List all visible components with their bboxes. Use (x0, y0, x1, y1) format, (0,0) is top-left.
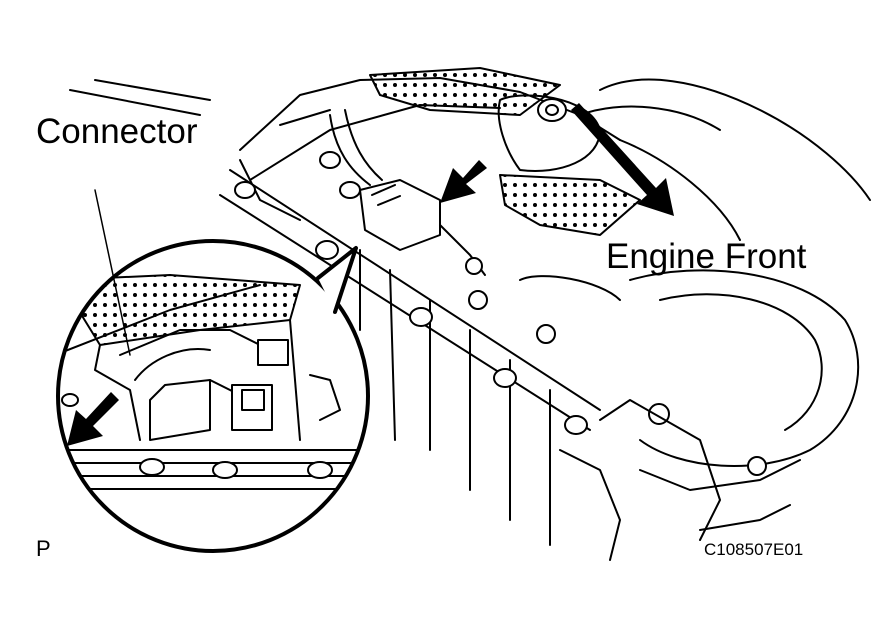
figure-code: C108507E01 (704, 540, 804, 559)
connector-leader-line (94, 189, 131, 356)
connector-label: Connector (36, 112, 198, 151)
view-letter: P (36, 536, 51, 561)
arrow-down-right (571, 103, 674, 216)
dotted-plate-top (369, 67, 561, 116)
dotted-plate-mid (499, 174, 641, 236)
arrow-down-left (440, 160, 487, 203)
transmission-housing (519, 269, 860, 561)
oil-pan-rail (219, 169, 601, 546)
arrow-lens-pointer (67, 392, 119, 446)
upper-bolt (497, 94, 601, 172)
magnified-view (56, 239, 370, 553)
engine-front-label: Engine Front (606, 237, 807, 276)
upper-connector (329, 109, 488, 310)
rail-bolts (234, 151, 588, 435)
